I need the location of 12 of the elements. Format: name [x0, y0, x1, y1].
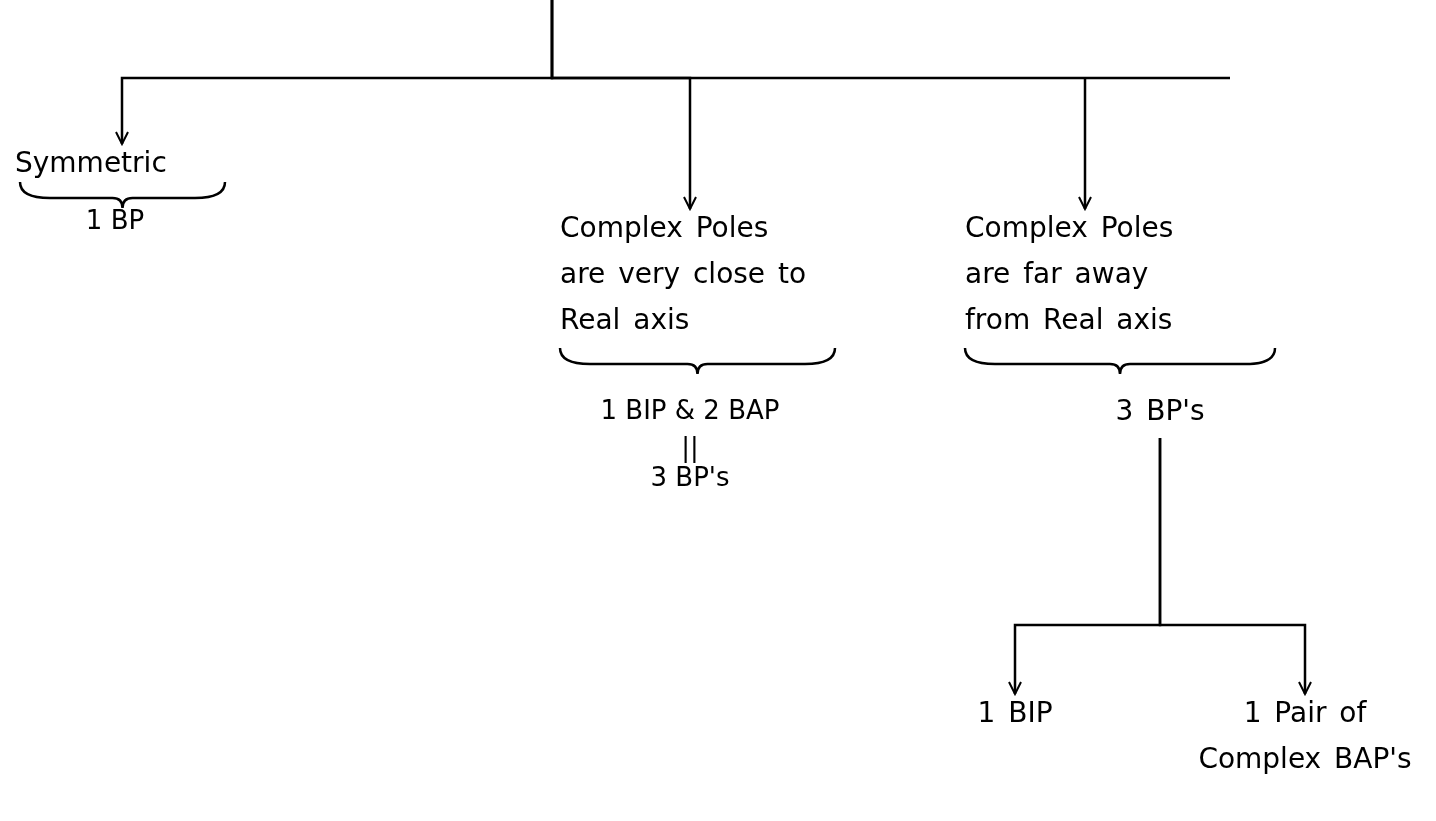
annotation-text: 1 BIP & 2 BAP	[599, 395, 781, 425]
node-text: 1 Pair of Complex BAP's	[1197, 695, 1413, 777]
annotation-text: 3 BP's	[649, 462, 731, 492]
node-text: Complex Poles are far away from Real axis	[965, 210, 1175, 338]
node-text: 1 BIP	[976, 695, 1054, 731]
node-text: Complex Poles are very close to Real axis	[560, 210, 808, 338]
annotation-text: ||	[680, 432, 700, 462]
annotation-text: 1 BP	[84, 205, 146, 235]
node-text: 3 BP's	[1114, 393, 1206, 429]
arrow	[1158, 438, 1312, 695]
arrow	[550, 0, 1232, 210]
node-text: Symmetric	[15, 145, 168, 181]
